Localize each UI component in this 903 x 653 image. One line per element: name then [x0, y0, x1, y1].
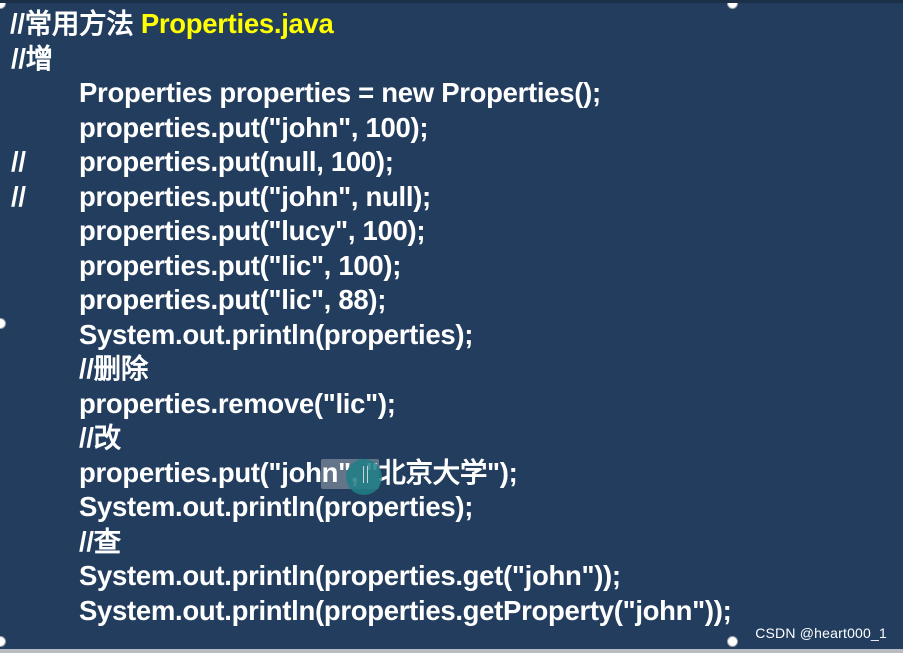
code-line-text: System.out.println(properties.get("john"…	[79, 560, 621, 591]
code-line-text: properties.put("lic", 100);	[79, 249, 402, 281]
code-line: properties.put("john", 100);	[0, 111, 903, 146]
code-line-text: properties.put(null, 100);	[79, 146, 394, 177]
code-line-text: //改	[79, 422, 121, 453]
code-line-text: properties.put("lucy", 100);	[79, 215, 426, 246]
title-file-name: Properties.java	[140, 8, 334, 39]
code-line: properties.put("lucy", 100);	[0, 214, 903, 249]
code-line-text: properties.put("lic", 88);	[79, 284, 387, 315]
code-line: properties.remove("lic");	[0, 387, 903, 422]
cursor-highlight-icon	[346, 459, 382, 495]
code-line-text: System.out.println(properties.getPropert…	[79, 594, 732, 626]
code-line: properties.put("lic", 88);	[0, 283, 903, 318]
code-line-text: //删除	[79, 353, 149, 384]
resize-handle-icon[interactable]	[727, 636, 738, 647]
text-cursor-icon	[363, 466, 368, 483]
code-line-prefix: //	[11, 180, 26, 212]
code-line-title: //常用方法 Properties.java	[0, 7, 903, 42]
watermark-text: CSDN @heart000_1	[755, 625, 887, 641]
code-line: // properties.put("john", null);	[0, 180, 903, 215]
code-line: //删除	[0, 352, 903, 387]
code-line: //改	[0, 421, 903, 456]
code-line: // properties.put(null, 100);	[0, 145, 903, 180]
code-line: //增	[0, 42, 903, 77]
code-line: System.out.println(properties);	[0, 490, 903, 525]
title-comment: //常用方法	[10, 8, 134, 39]
code-line-prefix: //	[11, 146, 26, 177]
code-line-text: System.out.println(properties);	[79, 491, 474, 522]
code-line-text: Properties properties = new Properties()…	[79, 77, 601, 108]
code-line-text[interactable]: properties.put("john", "北京大学");	[79, 456, 518, 488]
code-line-text: properties.put("john", 100);	[79, 111, 429, 143]
code-line-text: //查	[79, 525, 121, 557]
code-line: System.out.println(properties);	[0, 318, 903, 353]
code-line: //查	[0, 525, 903, 560]
code-line-text: System.out.println(properties);	[79, 318, 474, 350]
code-line: System.out.println(properties.getPropert…	[0, 594, 903, 629]
code-block: //常用方法 Properties.java //增 Properties pr…	[0, 7, 903, 628]
code-line-text: properties.remove("lic");	[79, 387, 396, 419]
code-line: System.out.println(properties.get("john"…	[0, 559, 903, 594]
code-line-text: properties.put("john", null);	[79, 180, 431, 212]
code-line-selected: properties.put("john", "北京大学");	[0, 456, 903, 491]
code-line: Properties properties = new Properties()…	[0, 76, 903, 111]
code-line: properties.put("lic", 100);	[0, 249, 903, 284]
code-line-prefix: //增	[11, 42, 53, 74]
code-line-title-text: //常用方法 Properties.java	[10, 7, 334, 42]
